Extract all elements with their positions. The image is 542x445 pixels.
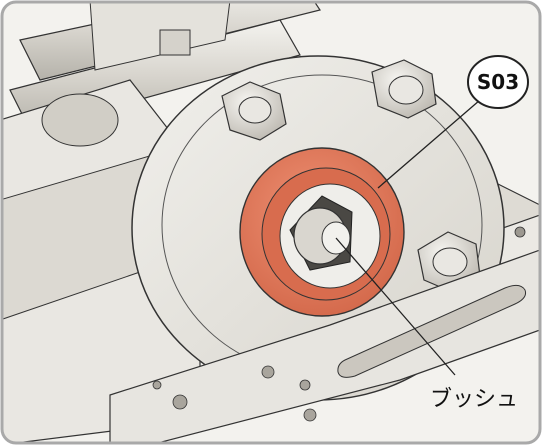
hex-nut xyxy=(221,81,287,141)
callout-bubble: S03 xyxy=(467,55,529,109)
callout-id: S03 xyxy=(477,70,519,94)
lower-plate xyxy=(109,249,540,443)
label-leader-line xyxy=(335,237,456,376)
hex-nut xyxy=(371,59,437,119)
callout-leader-line xyxy=(377,99,481,189)
part-label: ブッシュ xyxy=(430,387,518,412)
